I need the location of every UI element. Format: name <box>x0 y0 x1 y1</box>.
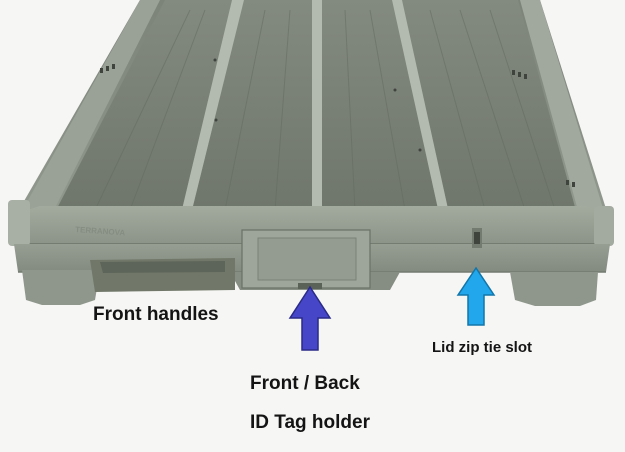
left-foot <box>22 270 100 305</box>
divider-3 <box>392 0 450 218</box>
divider-2 <box>312 0 322 218</box>
right-corner-post <box>594 206 614 246</box>
channel-2 <box>190 0 312 218</box>
left-corner-post <box>8 200 30 246</box>
channel-4 <box>402 0 578 218</box>
id-tag-holder-label: ID Tag holder <box>250 412 370 433</box>
brand-emboss: TERRANOVA <box>75 225 126 237</box>
front-handles-label: Front handles <box>93 304 219 325</box>
front-back-label: Front / Back <box>250 373 360 394</box>
lid-zip-tie-slot-arrow <box>456 266 496 326</box>
id-tag-holder-arrow <box>288 285 332 351</box>
lid-zip-tie-slot-label: Lid zip tie slot <box>432 339 532 356</box>
channel-3 <box>322 0 440 218</box>
divider-1 <box>180 0 244 218</box>
channel-1 <box>52 0 232 218</box>
right-foot <box>510 272 598 306</box>
front-rim <box>14 206 610 244</box>
